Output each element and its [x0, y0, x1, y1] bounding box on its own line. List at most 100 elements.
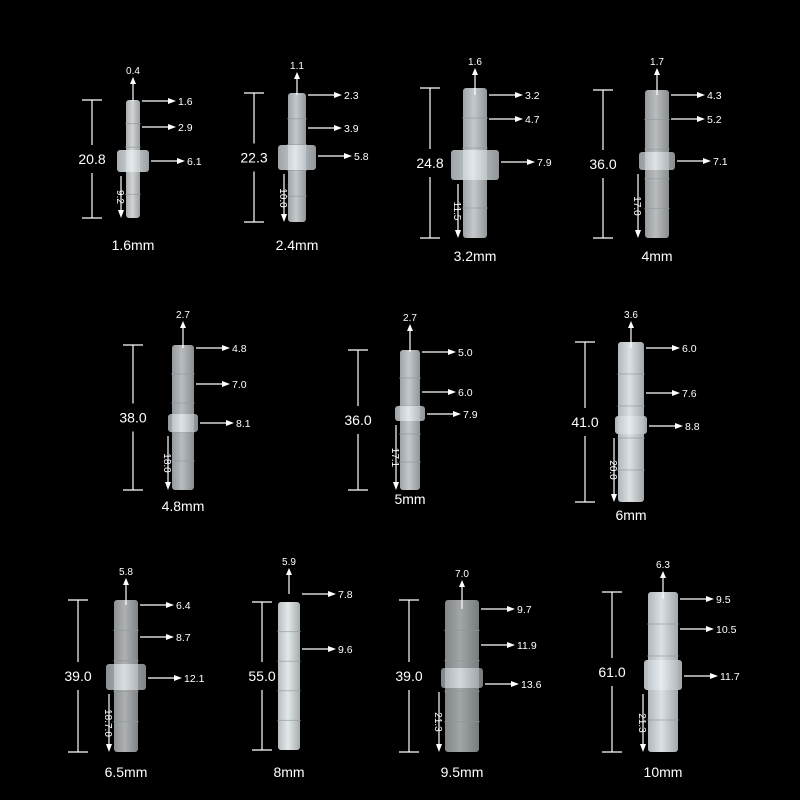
- arrow-down-icon: [640, 744, 646, 752]
- connector-collar: [395, 406, 425, 421]
- connector-collar: [106, 664, 146, 690]
- arrow-up-icon: [123, 578, 129, 585]
- arrow-right-icon: [527, 159, 535, 165]
- arrow-up-icon: [459, 580, 465, 587]
- arrow-right-icon: [344, 153, 352, 159]
- arrow-down-icon: [455, 230, 461, 238]
- half-length-label: 18.7.0: [102, 709, 113, 737]
- connector-collar: [168, 414, 198, 432]
- callout-diameter-label: 9.6: [338, 644, 353, 656]
- half-length-label: 17.0: [631, 196, 642, 216]
- total-length-label: 55.0: [248, 668, 275, 684]
- connector-3-2mm: 24.81.63.24.77.911.53.2mm: [416, 57, 551, 264]
- total-length-label: 36.0: [589, 156, 616, 172]
- arrow-down-icon: [611, 494, 617, 502]
- arrow-up-icon: [286, 568, 292, 575]
- callout-diameter-label: 8.8: [685, 421, 700, 433]
- connector-collar: [639, 152, 675, 170]
- arrow-up-icon: [407, 324, 413, 331]
- connector-1-6mm: 20.80.41.62.96.19.21.6mm: [78, 66, 201, 253]
- arrow-up-icon: [654, 68, 660, 75]
- arrow-right-icon: [168, 98, 176, 104]
- half-length-label: 18.0: [161, 453, 172, 473]
- connector-8mm: 55.0 5.9 7.8 9.6 8mm: [248, 557, 352, 780]
- arrow-right-icon: [177, 158, 185, 164]
- arrow-up-icon: [628, 321, 634, 328]
- total-length-label: 39.0: [64, 668, 91, 684]
- arrow-right-icon: [511, 681, 519, 687]
- callout-diameter-label: 2.9: [178, 122, 193, 134]
- callout-diameter-label: 10.5: [716, 624, 737, 636]
- arrow-right-icon: [222, 345, 230, 351]
- arrow-right-icon: [697, 92, 705, 98]
- arrow-up-icon: [660, 571, 666, 578]
- half-length-label: 10.0: [277, 188, 288, 208]
- callout-diameter-label: 7.9: [537, 157, 552, 169]
- arrow-down-icon: [165, 482, 171, 490]
- size-label: 8mm: [273, 764, 304, 780]
- size-label: 4.8mm: [162, 498, 205, 514]
- arrow-down-icon: [635, 230, 641, 238]
- arrow-right-icon: [515, 92, 523, 98]
- arrow-up-icon: [130, 77, 136, 84]
- arrow-down-icon: [393, 482, 399, 490]
- callout-diameter-label: 7.0: [232, 379, 247, 391]
- arrow-right-icon: [672, 390, 680, 396]
- callout-diameter-label: 7.9: [463, 409, 478, 421]
- callout-diameter-label: 13.6: [521, 679, 542, 691]
- callout-diameter-label: 7.8: [338, 589, 353, 601]
- tip-diameter-label: 5.8: [119, 567, 133, 578]
- tip-diameter-label: 3.6: [624, 310, 638, 321]
- arrow-right-icon: [703, 158, 711, 164]
- arrow-down-icon: [106, 744, 112, 752]
- connector-body: [278, 602, 300, 750]
- tip-diameter-label: 1.1: [290, 61, 304, 72]
- arrow-right-icon: [507, 606, 515, 612]
- connector-collar: [644, 660, 682, 690]
- connector-9-5mm: 39.07.09.711.913.621.39.5mm: [395, 569, 541, 780]
- size-label: 2.4mm: [276, 237, 319, 253]
- arrow-up-icon: [180, 321, 186, 328]
- callout-diameter-label: 11.9: [517, 640, 537, 652]
- connector-collar: [615, 416, 647, 434]
- tip-diameter-label: 7.0: [455, 569, 469, 580]
- arrow-right-icon: [507, 642, 515, 648]
- arrow-right-icon: [222, 381, 230, 387]
- total-length-label: 61.0: [598, 664, 625, 680]
- arrow-right-icon: [672, 345, 680, 351]
- arrow-right-icon: [675, 423, 683, 429]
- arrow-down-icon: [118, 210, 124, 218]
- arrow-right-icon: [166, 602, 174, 608]
- arrow-up-icon: [472, 68, 478, 75]
- connector-4-8mm: 38.02.74.87.08.118.04.8mm: [119, 310, 250, 514]
- tip-diameter-label: 1.7: [650, 57, 664, 68]
- size-label: 9.5mm: [441, 764, 484, 780]
- total-length-label: 36.0: [344, 412, 371, 428]
- size-label: 1.6mm: [112, 237, 155, 253]
- connector-collar: [117, 150, 149, 172]
- tip-diameter-label: 6.3: [656, 560, 670, 571]
- arrow-down-icon: [436, 744, 442, 752]
- callout-diameter-label: 12.1: [184, 673, 205, 685]
- connector-collar: [278, 145, 316, 170]
- callout-diameter-label: 6.0: [458, 387, 473, 399]
- half-length-label: 9.2: [114, 190, 125, 204]
- tip-diameter-label: 5.9: [282, 557, 296, 568]
- tip-diameter-label: 2.7: [403, 313, 417, 324]
- arrow-right-icon: [166, 634, 174, 640]
- callout-diameter-label: 5.0: [458, 347, 473, 359]
- size-label: 6.5mm: [105, 764, 148, 780]
- callout-diameter-label: 4.8: [232, 343, 247, 355]
- arrow-down-icon: [281, 214, 287, 222]
- total-length-label: 41.0: [571, 414, 598, 430]
- arrow-right-icon: [328, 591, 336, 597]
- callout-diameter-label: 4.7: [525, 114, 540, 126]
- arrow-right-icon: [706, 626, 714, 632]
- size-label: 5mm: [394, 491, 425, 507]
- half-length-label: 20.0: [607, 460, 618, 480]
